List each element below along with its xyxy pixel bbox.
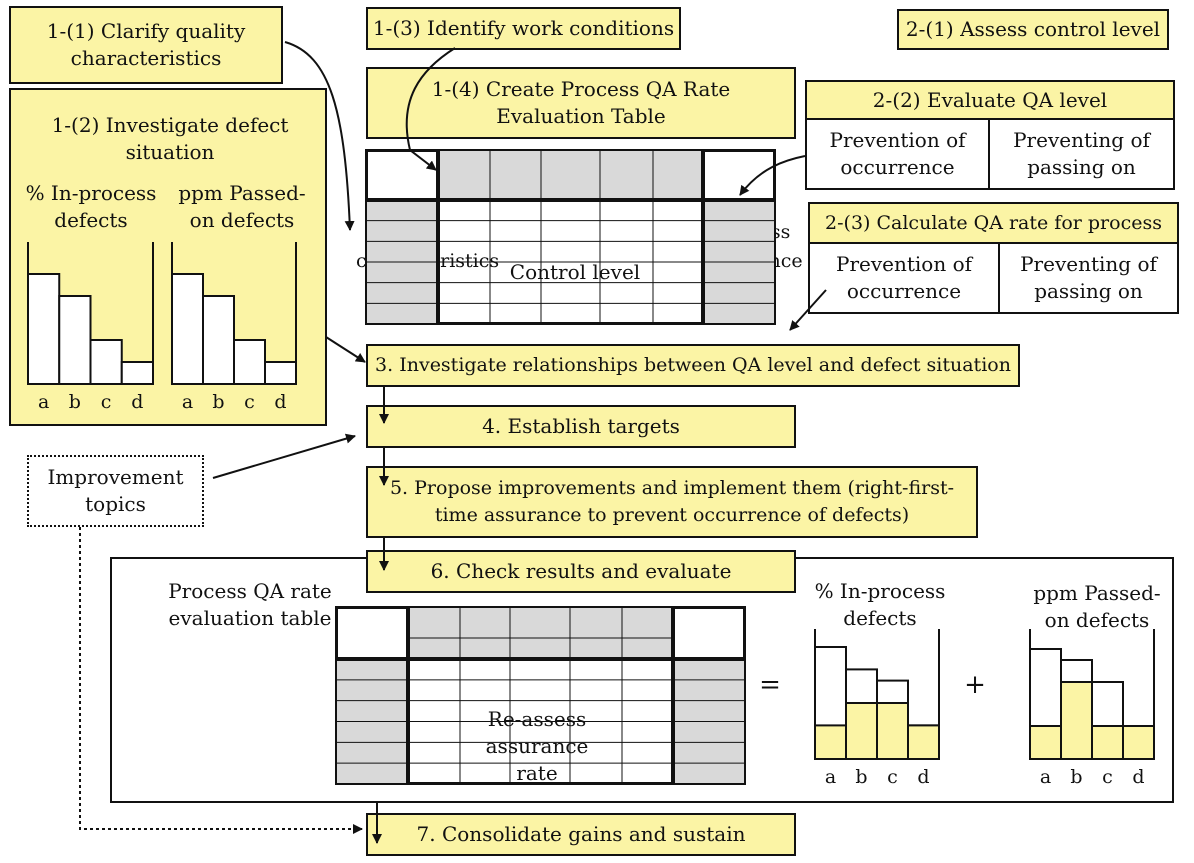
step-6-box: 6. Check results and evaluate xyxy=(366,550,796,593)
step-3-box: 3. Investigate relationships between QA … xyxy=(366,344,1020,387)
top-table-control: Control level xyxy=(509,260,641,284)
step-4-label: 4. Establish targets xyxy=(482,414,680,438)
passed-title-right: ppm Passed-on defects xyxy=(1033,581,1161,632)
top-table-process: Process assurance level xyxy=(705,221,803,301)
passed-title-left: ppm Passed-on defects xyxy=(178,181,306,232)
bottom-table-title: Process QA rate evaluation table xyxy=(168,579,332,630)
arrow-improve-to-4 xyxy=(212,433,356,479)
qa-rate-prevention-cell: Prevention of occurrence xyxy=(808,242,1000,314)
qa-rate-passing-label: Preventing of passing on xyxy=(1020,252,1157,303)
step-1-4-label: 1-(4) Create Process QA Rate Evaluation … xyxy=(431,77,731,128)
inprocess-title-right: % In-process defects xyxy=(814,579,946,630)
step-1-1-box: 1-(1) Clarify quality characteristics xyxy=(9,6,283,84)
improvement-topics-label: Improvement topics xyxy=(47,465,184,516)
qa-rate-prevention-label: Prevention of occurrence xyxy=(835,252,973,303)
top-table-quality: Quality characteristics xyxy=(356,221,500,272)
step-5-box: 5. Propose improvements and implement th… xyxy=(366,466,978,538)
step-2-1-box: 2-(1) Assess control level xyxy=(897,9,1169,50)
step-5-label: 5. Propose improvements and implement th… xyxy=(389,477,955,526)
step-2-2-label: 2-(2) Evaluate QA level xyxy=(872,87,1108,112)
step-7-label: 7. Consolidate gains and sustain xyxy=(416,822,746,846)
step-6-label: 6. Check results and evaluate xyxy=(430,559,732,583)
step-1-3-box: 1-(3) Identify work conditions xyxy=(366,7,681,50)
step-2-1-label: 2-(1) Assess control level xyxy=(905,17,1161,41)
qa-level-passing-cell: Preventing of passing on xyxy=(988,118,1175,190)
step-1-3-label: 1-(3) Identify work conditions xyxy=(372,16,675,40)
step-1-2-label: 1-(2) Investigate defect situation xyxy=(51,113,289,164)
qa-rate-passing-cell: Preventing of passing on xyxy=(998,242,1179,314)
inprocess-title-left: % In-process defects xyxy=(25,181,157,232)
step-2-3-label: 2-(3) Calculate QA rate for process xyxy=(825,211,1162,234)
step-1-4-box: 1-(4) Create Process QA Rate Evaluation … xyxy=(366,67,796,139)
step-1-1-label: 1-(1) Clarify quality characteristics xyxy=(46,19,246,70)
equals-sign: = xyxy=(759,670,781,700)
qa-level-passing-label: Preventing of passing on xyxy=(1013,128,1150,179)
step-2-3-box: 2-(3) Calculate QA rate for process xyxy=(808,202,1179,244)
step-3-label: 3. Investigate relationships between QA … xyxy=(375,354,1011,376)
improvement-topics-box: Improvement topics xyxy=(27,455,204,527)
step-7-box: 7. Consolidate gains and sustain xyxy=(366,813,796,856)
qa-level-prevention-cell: Prevention of occurrence xyxy=(805,118,990,190)
bottom-table-reassess: Re-assess assurance rate xyxy=(485,707,589,785)
qa-level-prevention-label: Prevention of occurrence xyxy=(829,128,966,179)
top-table-conditions: Conditions xyxy=(520,169,630,193)
step-2-2-box: 2-(2) Evaluate QA level xyxy=(805,80,1175,120)
arrow-1-2-to-3 xyxy=(325,336,366,363)
step-4-box: 4. Establish targets xyxy=(366,405,796,448)
plus-sign: + xyxy=(964,670,986,700)
